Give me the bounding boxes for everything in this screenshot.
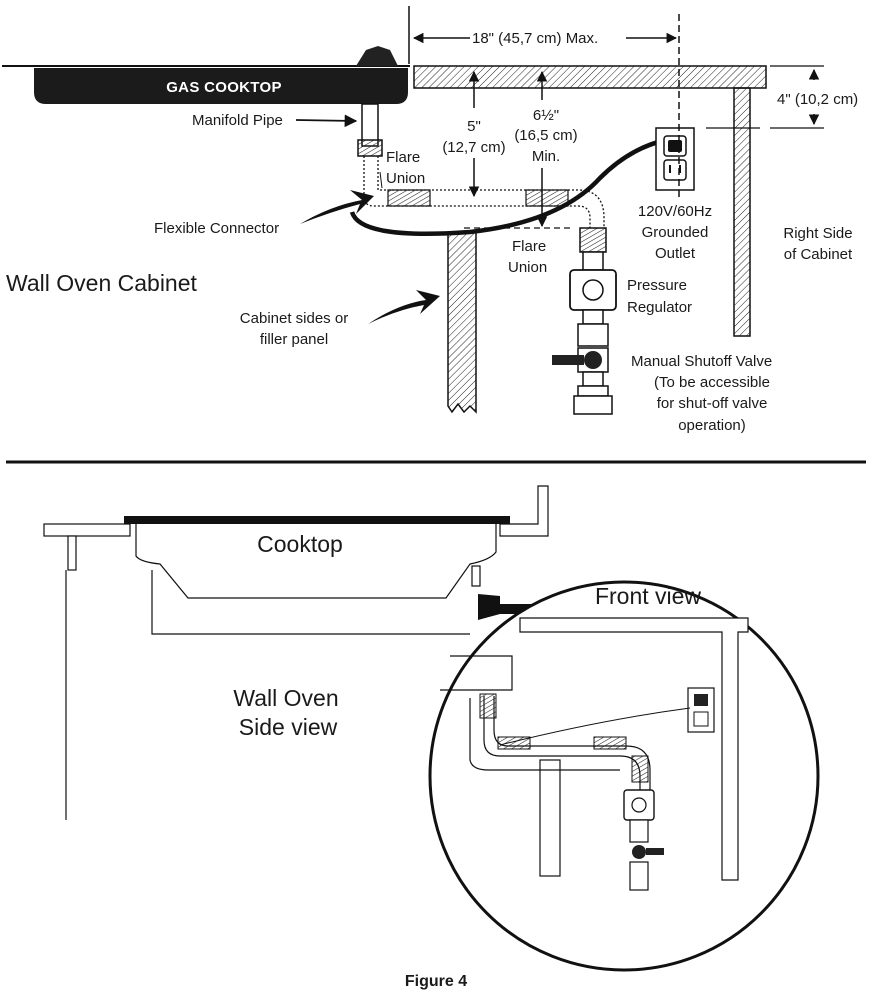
max-width-label: 18" (45,7 cm) Max. bbox=[472, 30, 598, 47]
manifold-pipe-arrow bbox=[295, 114, 358, 128]
flare-union-top-leader bbox=[379, 171, 383, 189]
front-view-outlet-icon bbox=[687, 687, 715, 733]
front-view-label: Front view bbox=[595, 583, 701, 609]
front-view-cooktop-edge bbox=[440, 655, 513, 691]
manual-shutoff-valve-icon bbox=[552, 347, 613, 415]
wall-oven-cabinet-title: Wall Oven Cabinet bbox=[6, 270, 198, 296]
dim-5-label: 5" bbox=[467, 118, 481, 135]
front-view-union-2 bbox=[593, 736, 627, 750]
countertop bbox=[413, 65, 767, 89]
cooktop-top-surface bbox=[124, 516, 510, 524]
dim-6-min-label: Min. bbox=[532, 148, 560, 165]
pressure-regulator-assembly bbox=[569, 227, 617, 347]
gas-cooktop: GAS COOKTOP bbox=[2, 46, 410, 104]
cabinet-side-panel bbox=[447, 231, 477, 414]
outlet-label-3: Outlet bbox=[655, 245, 696, 262]
right-counter bbox=[499, 485, 549, 537]
front-view-valve-icon bbox=[632, 845, 646, 859]
front-view-cord bbox=[469, 698, 620, 771]
front-view-valve-outlet bbox=[629, 861, 649, 891]
front-view-side-panel bbox=[539, 759, 561, 877]
power-cord bbox=[349, 137, 667, 236]
dim-6-metric-label: (16,5 cm) bbox=[514, 127, 577, 144]
pressure-regulator-label-2: Regulator bbox=[627, 299, 692, 316]
right-side-label-1: Right Side bbox=[783, 225, 852, 242]
front-view-manifold bbox=[479, 693, 497, 719]
right-side-label-2: of Cabinet bbox=[784, 246, 853, 263]
cabinet-sides-label-2: filler panel bbox=[260, 331, 328, 348]
outlet-label-2: Grounded bbox=[642, 224, 709, 241]
flare-union-bottom-label-1: Flare bbox=[512, 238, 546, 255]
front-view-valve-body bbox=[629, 819, 649, 843]
flare-union-bottom-label-2: Union bbox=[508, 259, 547, 276]
manifold-pipe bbox=[357, 103, 383, 157]
gas-cooktop-label: GAS COOKTOP bbox=[166, 79, 282, 96]
side-view-label-1: Wall Oven bbox=[233, 685, 338, 711]
top-diagram: GAS COOKTOP bbox=[2, 6, 858, 434]
front-view-regulator-inlet bbox=[631, 755, 649, 783]
grounded-outlet-icon bbox=[655, 127, 695, 191]
cooktop-label: Cooktop bbox=[257, 531, 343, 557]
figure-caption: Figure 4 bbox=[405, 973, 467, 990]
left-counter bbox=[43, 523, 131, 537]
front-view-cord-upper bbox=[499, 707, 691, 746]
flexible-connector bbox=[363, 156, 605, 228]
manifold-pipe-label: Manifold Pipe bbox=[192, 112, 283, 129]
shutoff-valve-label-3: for shut-off valve bbox=[657, 395, 768, 412]
shutoff-valve-label-4: operation) bbox=[678, 417, 746, 434]
flare-union-top-label-1: Flare bbox=[386, 149, 420, 166]
pressure-regulator-label-1: Pressure bbox=[627, 277, 687, 294]
bottom-diagram: Cooktop Wall Oven Side view Front view bbox=[43, 485, 820, 972]
flare-union-top-label-2: Union bbox=[386, 170, 425, 187]
front-view-cabinet bbox=[519, 617, 749, 881]
oven-top-outline bbox=[151, 570, 470, 635]
front-view-circle: Front view bbox=[428, 580, 820, 972]
shutoff-valve-label-2: (To be accessible bbox=[654, 374, 770, 391]
flexible-connector-arrow bbox=[300, 190, 374, 224]
cooktop-body bbox=[135, 524, 497, 599]
shutoff-valve-label-1: Manual Shutoff Valve bbox=[631, 353, 772, 370]
cabinet-side-arrow bbox=[368, 290, 440, 324]
top-thickness-label: 4" (10,2 cm) bbox=[777, 91, 858, 108]
left-counter-support bbox=[67, 535, 77, 571]
dimension-lines bbox=[408, 6, 824, 229]
outlet-label-1: 120V/60Hz bbox=[638, 203, 712, 220]
cabinet-sides-label-1: Cabinet sides or bbox=[240, 310, 348, 327]
right-cabinet-side bbox=[733, 87, 751, 337]
front-view-gas-line-inner bbox=[493, 696, 651, 790]
flexible-connector-label: Flexible Connector bbox=[154, 220, 279, 237]
dim-5-metric-label: (12,7 cm) bbox=[442, 139, 505, 156]
dim-6-label: 6½" bbox=[533, 107, 559, 124]
side-view-label-2: Side view bbox=[239, 714, 338, 740]
cooktop-manifold-stub bbox=[471, 565, 481, 587]
